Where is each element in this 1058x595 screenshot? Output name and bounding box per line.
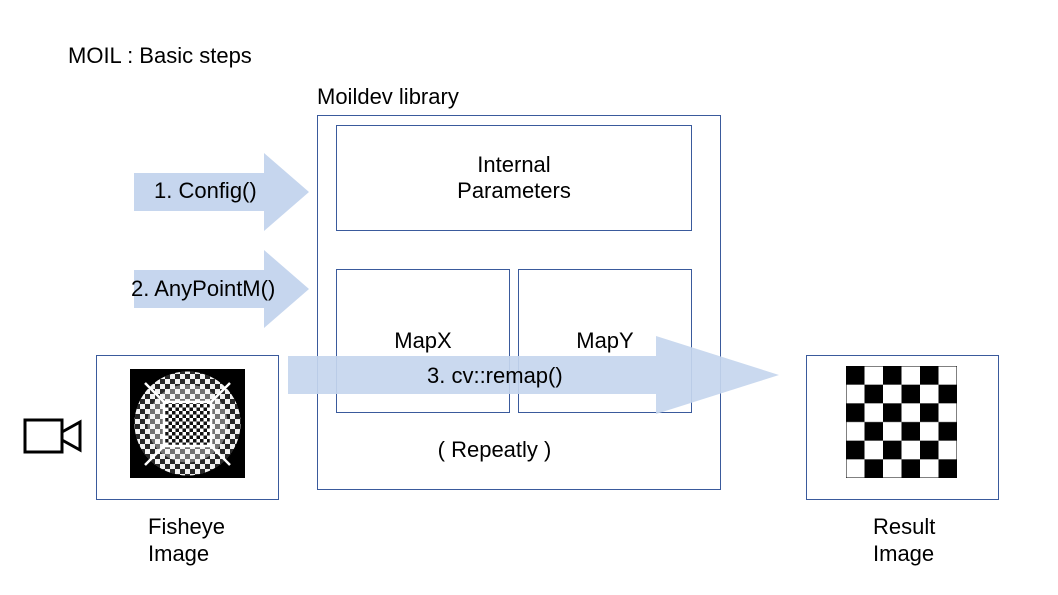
- anypoint-step-label: 2. AnyPointM(): [131, 276, 276, 301]
- library-box: [317, 115, 721, 490]
- remap-arrow: [288, 336, 779, 414]
- fisheye-image: [130, 369, 245, 478]
- library-label: Moildev library: [317, 84, 459, 109]
- config-arrow: [134, 153, 309, 231]
- result-image-box: [806, 355, 999, 500]
- fisheye-image-box: [96, 355, 279, 500]
- video-camera-icon: [23, 418, 82, 454]
- anypoint-arrow-shape: [134, 250, 309, 328]
- repeat-note: ( Repeatly ): [437, 437, 552, 462]
- remap-step-label: 3. cv::remap(): [427, 363, 563, 388]
- result-image: [845, 365, 958, 479]
- config-step-label: 1. Config(): [154, 178, 257, 203]
- fisheye-label-line1: Fisheye: [148, 514, 226, 539]
- mapy-label: MapY: [576, 328, 634, 353]
- result-label-line1: Result: [873, 514, 936, 539]
- internal-parameters-box: Internal Parameters: [336, 125, 692, 231]
- mapy-box: [518, 269, 692, 413]
- fisheye-label-line2: Image: [148, 541, 210, 566]
- result-checker-graphic: [845, 365, 958, 479]
- remap-arrow-shape: [288, 336, 779, 414]
- anypoint-arrow: [134, 250, 309, 328]
- internal-parameters-line2: Parameters: [457, 178, 571, 203]
- mapx-label: MapX: [394, 328, 452, 353]
- page-title: MOIL : Basic steps: [68, 43, 252, 68]
- result-label-line2: Image: [873, 541, 935, 566]
- config-arrow-shape: [134, 153, 309, 231]
- fisheye-checker-graphic: [134, 371, 241, 476]
- internal-parameters-line1: Internal: [477, 151, 551, 177]
- mapx-box: [336, 269, 510, 413]
